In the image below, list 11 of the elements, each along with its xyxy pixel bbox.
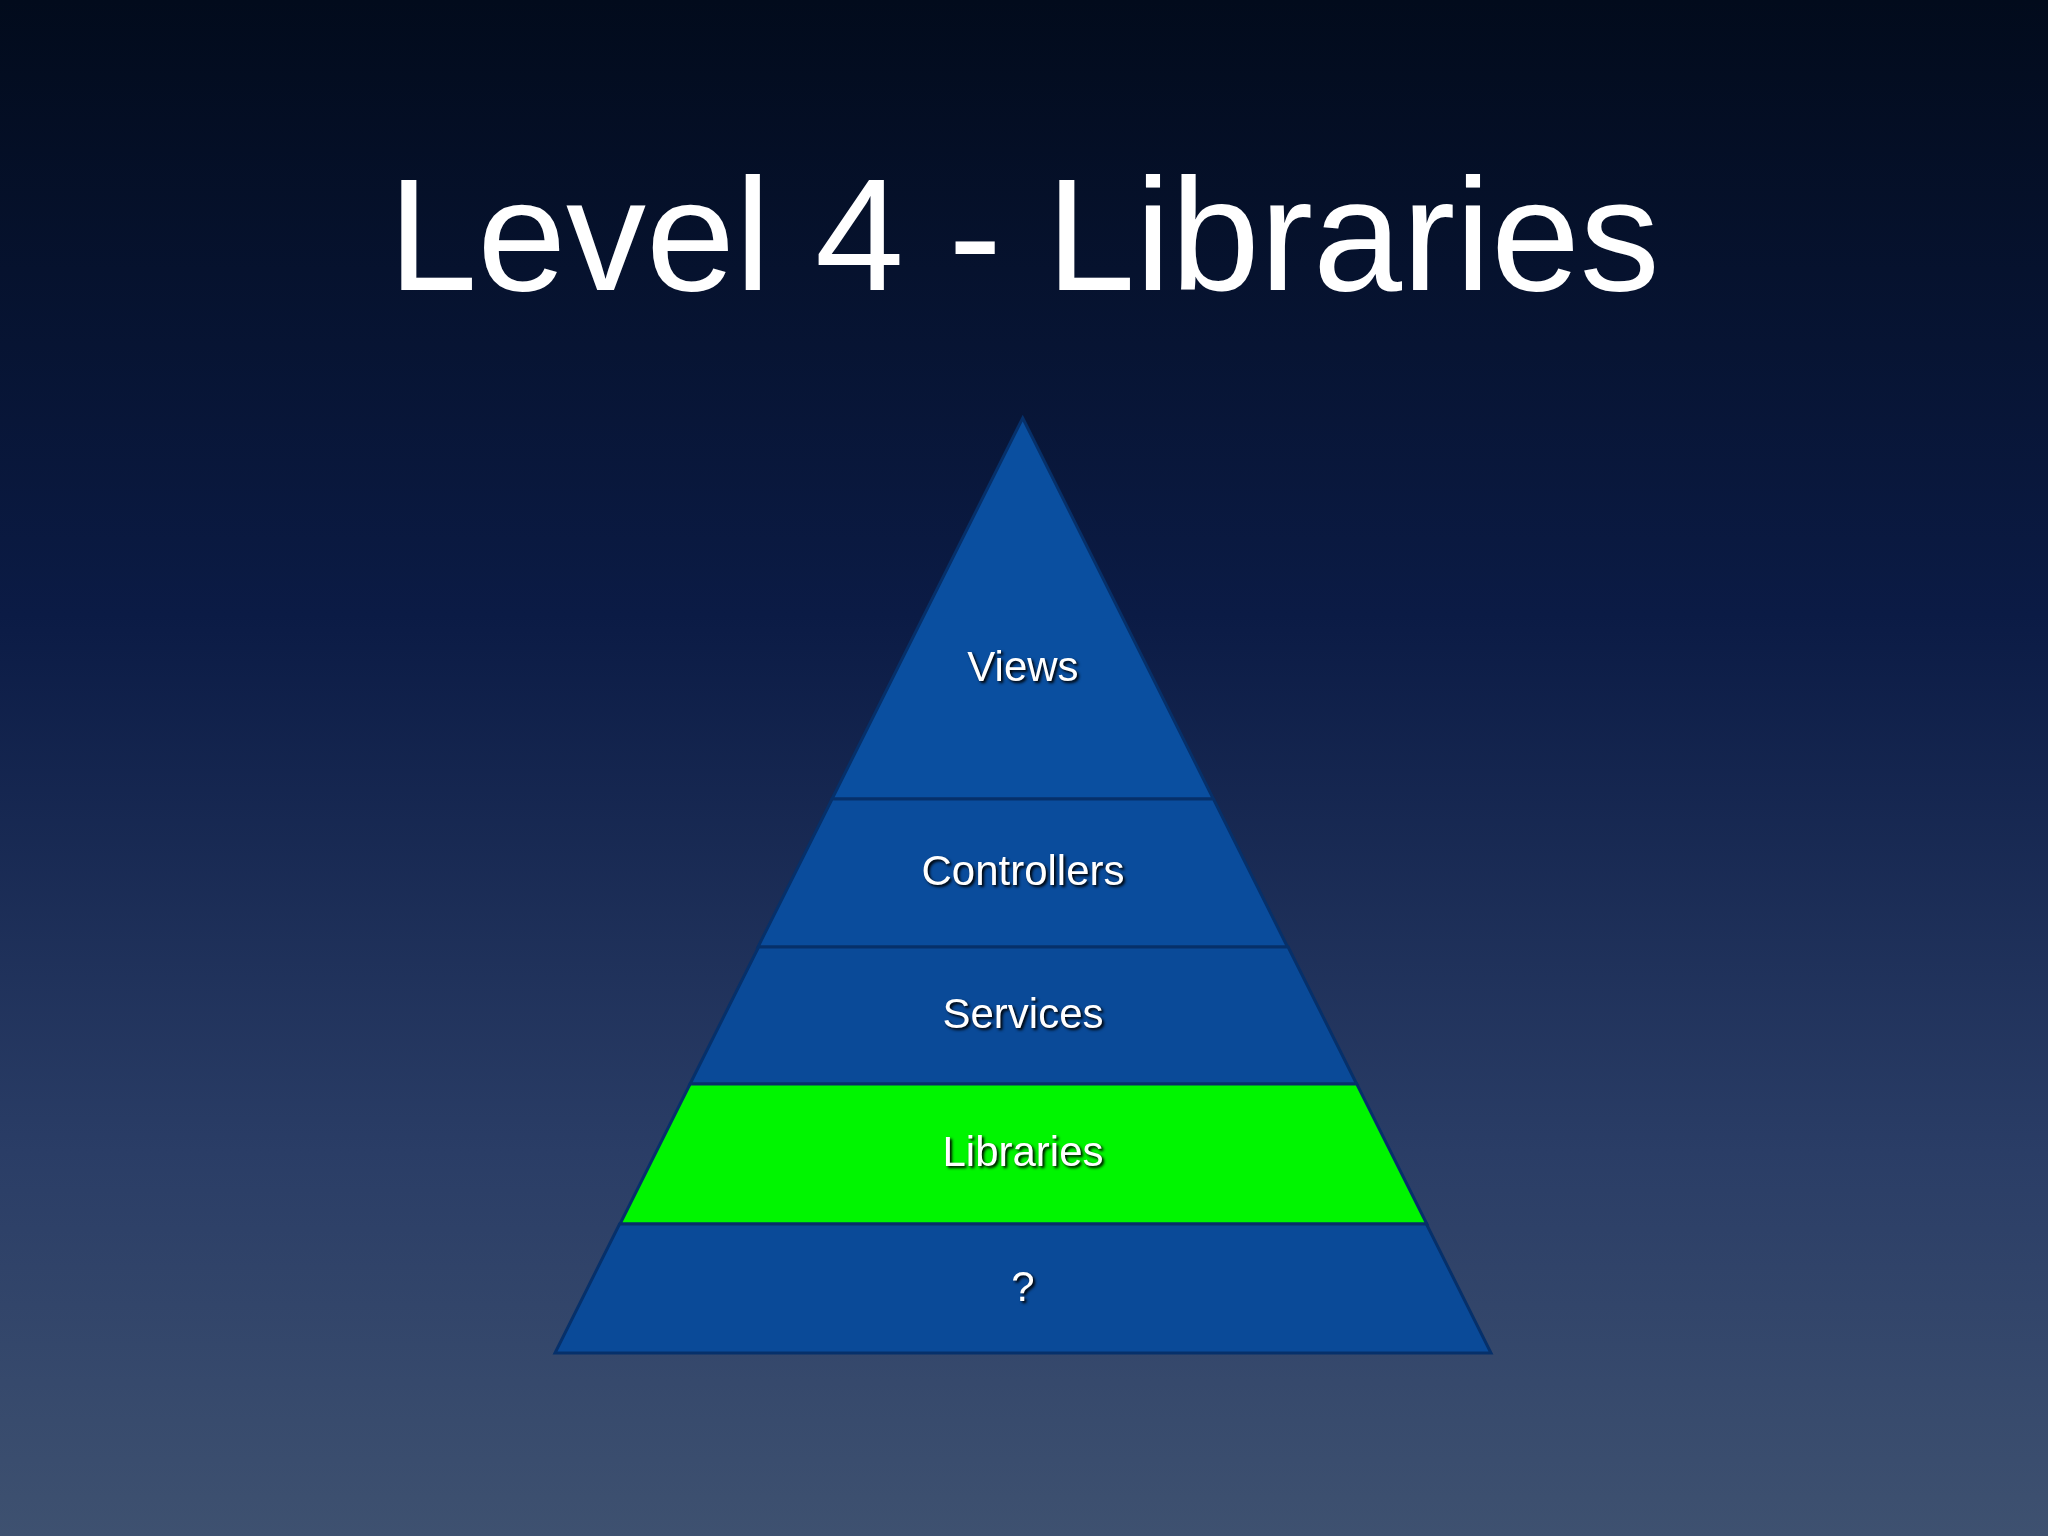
layer-label: Controllers — [920, 847, 1126, 895]
slide-title: Level 4 - Libraries — [387, 145, 1661, 325]
pyramid-layer — [619, 1084, 1427, 1224]
layer-label: Views — [966, 643, 1080, 692]
pyramid-top-layer — [832, 418, 1214, 799]
pyramid-layer — [758, 799, 1288, 947]
pyramid-layer — [555, 1224, 1491, 1353]
layer-label: Services — [941, 989, 1105, 1038]
pyramid-layer — [689, 947, 1357, 1084]
layer-label: ? — [1010, 1262, 1036, 1311]
layer-label: Libraries — [941, 1128, 1105, 1176]
